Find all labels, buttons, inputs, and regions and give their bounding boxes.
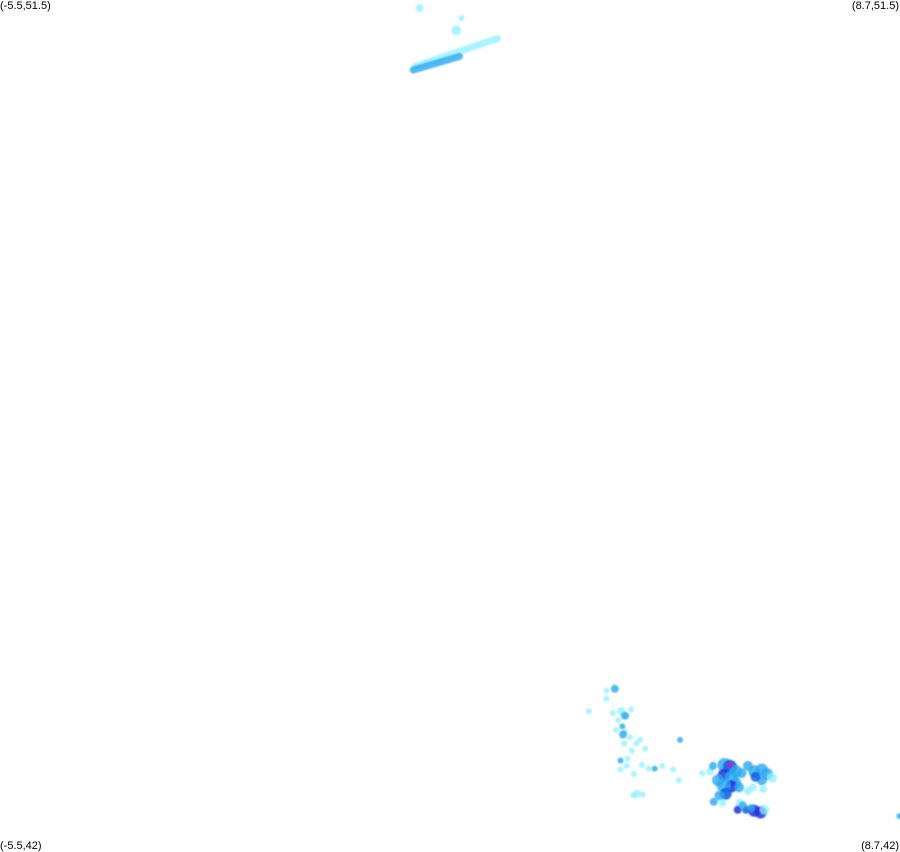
- southeast-scatter-point-34: [619, 730, 627, 739]
- north-channel-line-segment-0: [411, 35, 501, 70]
- southeast-scatter-point-26: [670, 766, 677, 773]
- north-channel-line-segment-1: [409, 53, 463, 74]
- north-channel-line-point-0: [415, 4, 424, 13]
- southeast-dense-point-27: [718, 798, 727, 807]
- southeast-dense-point-37: [896, 813, 900, 820]
- southeast-dense-point-22: [750, 771, 761, 782]
- southeast-scatter-point-6: [628, 706, 635, 713]
- southeast-scatter-point-0: [603, 695, 610, 702]
- north-channel-line-point-1: [458, 14, 465, 21]
- corner-label-top-left: (-5.5,51.5): [0, 0, 51, 12]
- southeast-dense-point-23: [759, 785, 768, 794]
- southeast-scatter-point-19: [623, 762, 630, 769]
- southeast-scatter-point-22: [639, 762, 645, 768]
- southeast-scatter-point-2: [585, 708, 592, 715]
- southeast-scatter-point-24: [651, 765, 658, 772]
- southeast-scatter-point-28: [677, 736, 684, 743]
- southeast-scatter-point-30: [639, 791, 646, 798]
- southeast-dense-point-24: [749, 783, 757, 792]
- southeast-scatter-point-16: [642, 745, 649, 752]
- corner-label-bottom-left: (-5.5,42): [0, 840, 42, 852]
- segment-group: [409, 35, 501, 74]
- southeast-dense-point-25: [714, 790, 725, 801]
- southeast-scatter-point-18: [617, 757, 624, 764]
- southeast-scatter-point-32: [610, 684, 619, 693]
- southeast-dense-point-8: [736, 768, 747, 779]
- southeast-scatter-point-14: [637, 736, 644, 743]
- southeast-dense-point-14: [734, 782, 744, 793]
- southeast-dense-point-0: [699, 770, 706, 777]
- southeast-scatter-point-27: [675, 777, 682, 784]
- corner-label-top-right: (8.7,51.5): [851, 0, 899, 12]
- southeast-scatter-point-10: [627, 734, 633, 741]
- southeast-scatter-point-3: [609, 710, 616, 716]
- southeast-scatter-point-31: [630, 792, 637, 799]
- southeast-scatter-point-23: [645, 765, 652, 772]
- southeast-dense-point-20: [767, 772, 777, 783]
- southeast-scatter-point-12: [621, 740, 628, 747]
- southeast-dense-point-12: [712, 774, 725, 787]
- southeast-scatter-point-1: [603, 687, 610, 694]
- southeast-scatter-point-4: [615, 717, 621, 724]
- southeast-scatter-point-25: [659, 762, 666, 769]
- southeast-scatter-point-17: [624, 755, 631, 762]
- southeast-dense-point-35: [738, 801, 747, 810]
- southeast-scatter-point-20: [617, 766, 624, 773]
- southeast-dense-point-36: [727, 762, 734, 768]
- southeast-scatter-point-11: [613, 727, 620, 733]
- southeast-scatter-point-13: [633, 740, 640, 747]
- southeast-scatter-point-21: [630, 771, 637, 777]
- point-group: [415, 4, 900, 820]
- southeast-dense-point-26: [709, 797, 718, 806]
- southeast-dense-point-2: [709, 761, 717, 770]
- southeast-scatter-point-8: [619, 723, 626, 730]
- southeast-scatter-point-33: [620, 711, 629, 720]
- corner-label-bottom-right: (8.7,42): [861, 840, 899, 852]
- southeast-scatter-point-15: [628, 747, 635, 754]
- north-channel-line-point-2: [451, 25, 462, 36]
- southeast-dense-point-33: [747, 804, 756, 813]
- southeast-dense-point-32: [759, 804, 770, 815]
